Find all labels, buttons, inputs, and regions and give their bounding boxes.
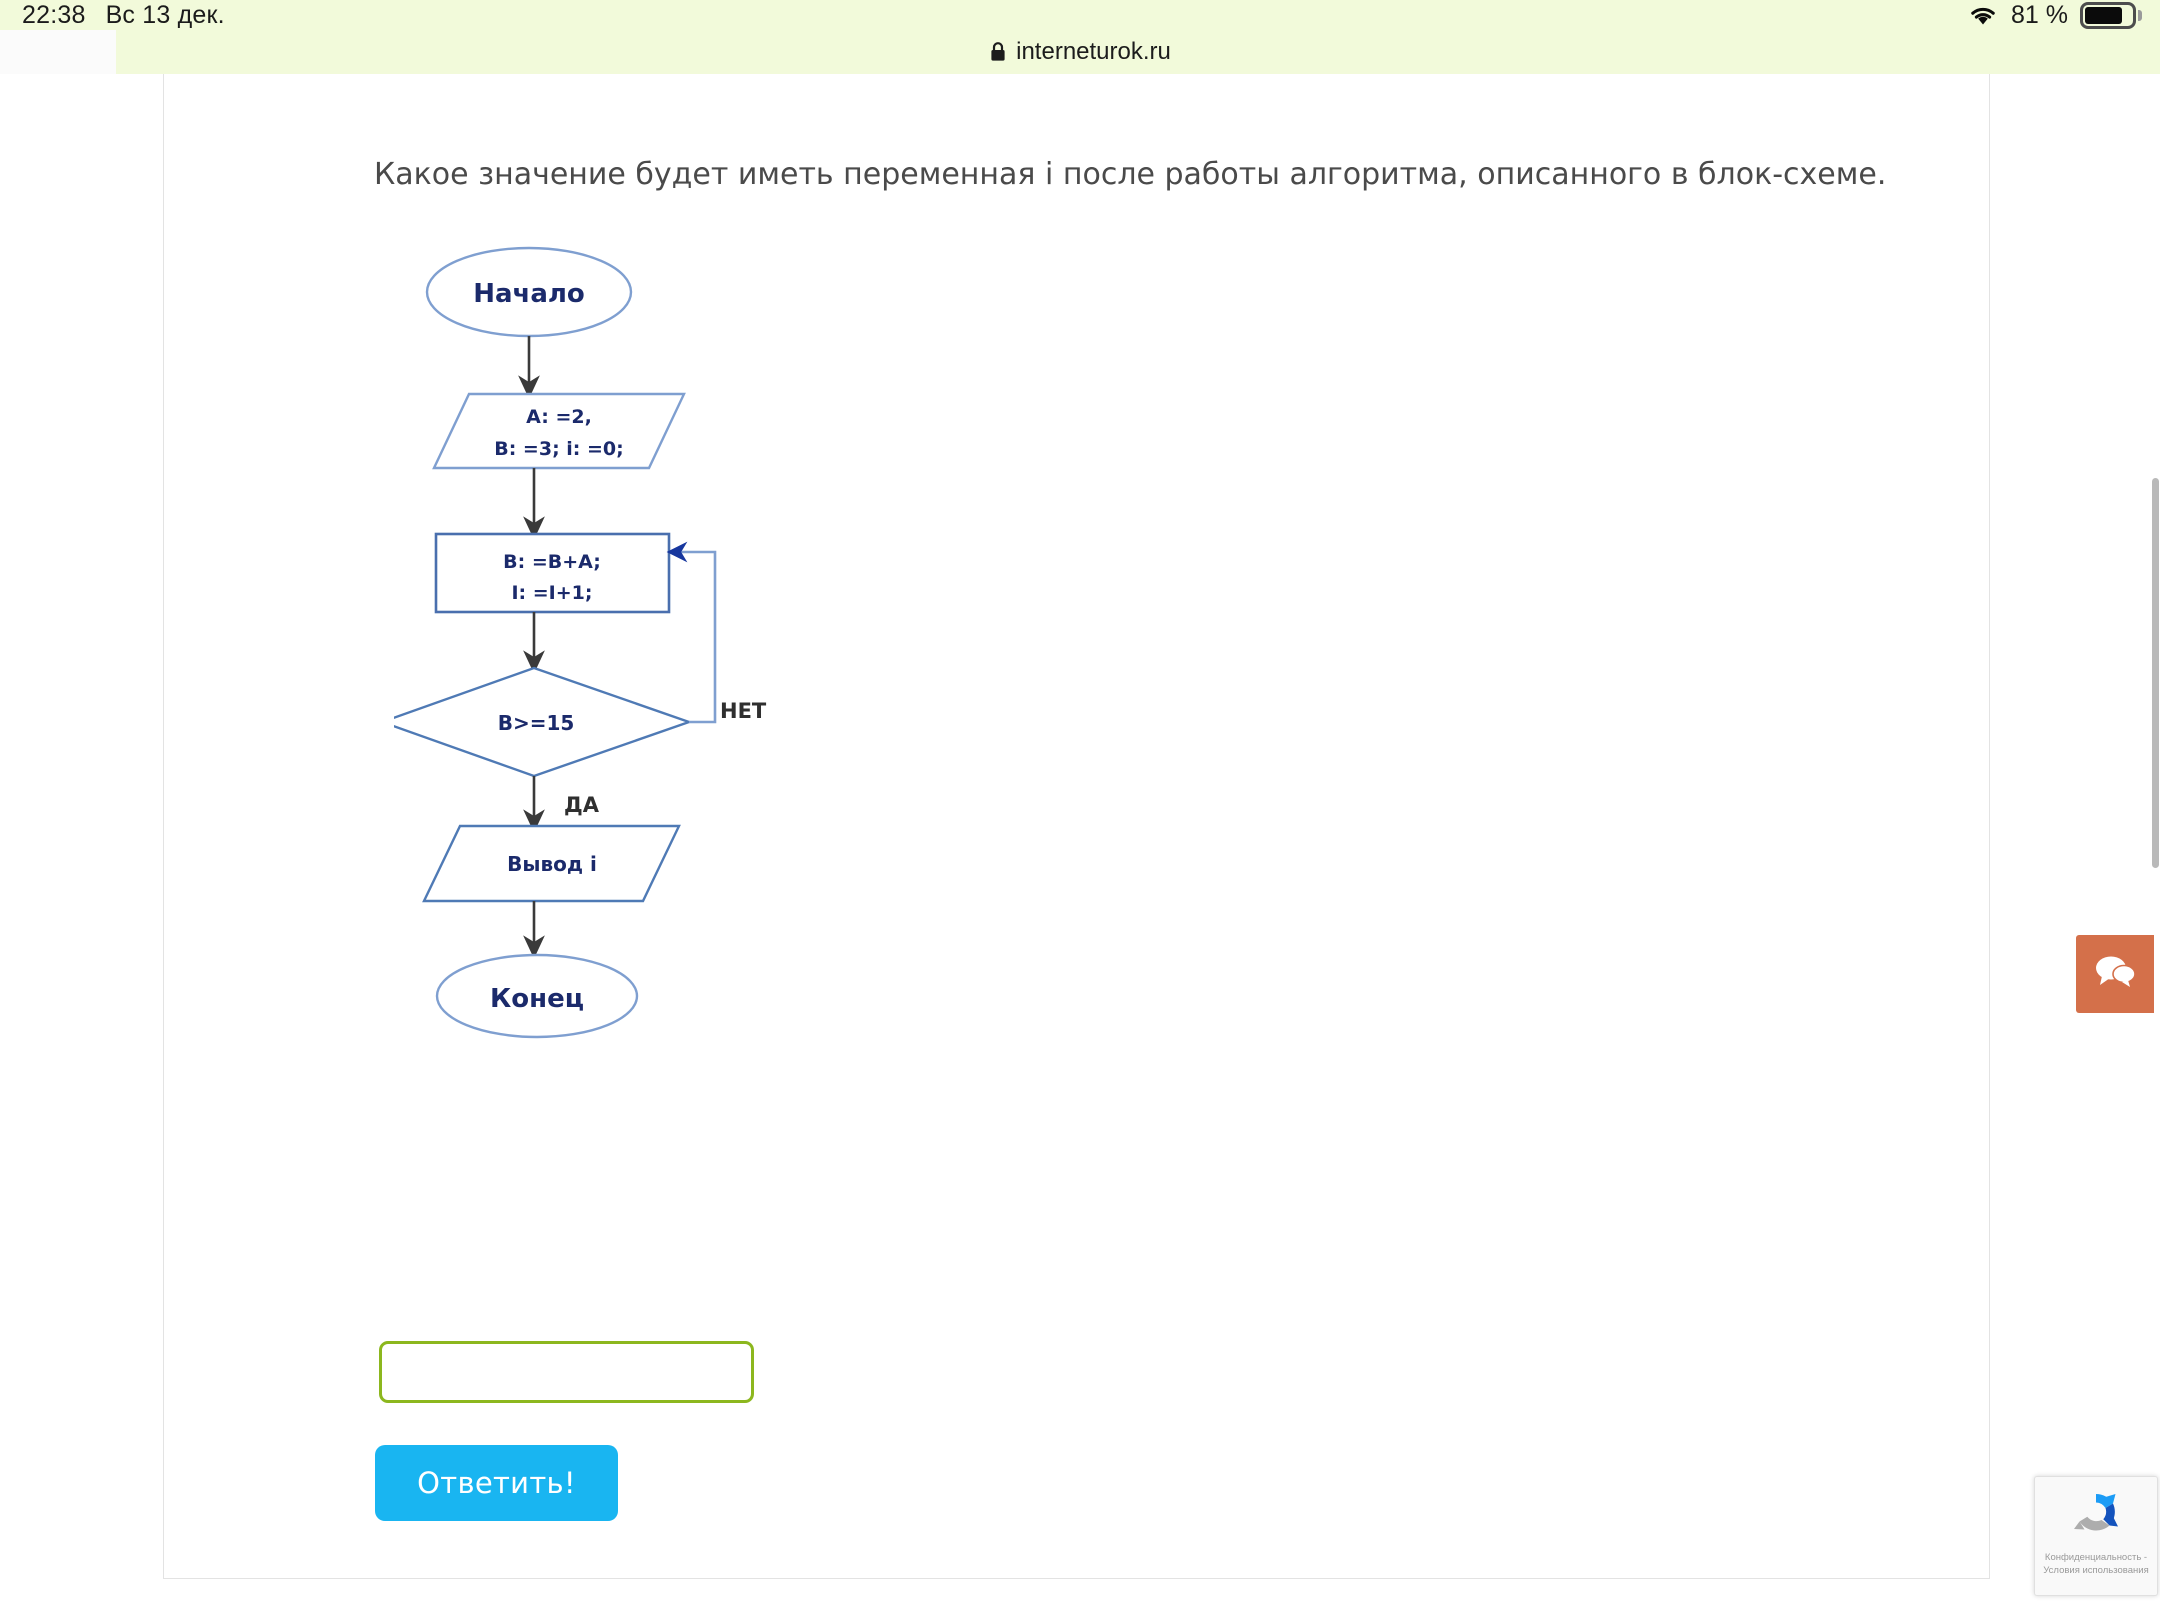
recaptcha-badge[interactable]: Конфиденциальность - Условия использован… — [2034, 1476, 2158, 1596]
flow-node-init: A: =2, B: =3; i: =0; — [432, 392, 686, 470]
flow-process-line2: I: =I+1; — [511, 582, 592, 604]
flow-node-output: Вывод i — [422, 824, 681, 903]
flow-label-yes: ДА — [564, 793, 600, 817]
status-date: Вс 13 дек. — [105, 0, 225, 29]
chat-bubble-icon — [2092, 952, 2138, 997]
battery-percent-label: 81 % — [2011, 0, 2068, 29]
flow-start-label: Начало — [473, 279, 585, 309]
status-bar-right: 81 % — [1967, 0, 2142, 30]
url-text: interneturok.ru — [1016, 38, 1171, 65]
exercise-card: Какое значение будет иметь переменная i … — [163, 74, 1990, 1579]
flow-node-end: Конец — [435, 953, 639, 1039]
page-viewport: Какое значение будет иметь переменная i … — [0, 74, 2160, 1620]
flow-init-line1: A: =2, — [526, 406, 592, 428]
flow-process-line1: B: =B+A; — [503, 551, 601, 573]
answer-input[interactable] — [379, 1341, 754, 1403]
flow-end-label: Конец — [490, 984, 584, 1014]
battery-icon — [2080, 1, 2142, 29]
status-bar-left: 22:38 Вс 13 дек. — [0, 1, 225, 30]
flow-loop-no — [666, 541, 717, 724]
recaptcha-terms-link[interactable]: Условия использования — [2043, 1565, 2149, 1576]
flow-output-label: Вывод i — [507, 852, 597, 876]
flow-node-process: B: =B+A; I: =I+1; — [434, 532, 671, 614]
scrollbar-thumb[interactable] — [2152, 478, 2159, 868]
page-scrollbar[interactable] — [2150, 148, 2160, 1620]
submit-answer-button[interactable]: Ответить! — [375, 1445, 618, 1521]
status-time: 22:38 — [22, 0, 86, 29]
recaptcha-legal-text: Конфиденциальность - Условия использован… — [2043, 1551, 2148, 1577]
wifi-icon — [1967, 3, 1999, 27]
browser-url-bar[interactable]: interneturok.ru — [0, 30, 2160, 74]
recaptcha-icon — [2068, 1486, 2124, 1547]
browser-tab-edge — [0, 30, 116, 74]
status-bar: 22:38 Вс 13 дек. 81 % — [0, 0, 2160, 30]
url-bar-inner[interactable]: interneturok.ru — [989, 38, 1171, 66]
chat-widget-button[interactable] — [2076, 935, 2154, 1013]
flow-init-line2: B: =3; i: =0; — [494, 438, 624, 460]
question-text: Какое значение будет иметь переменная i … — [374, 157, 1887, 192]
flow-label-no: НЕТ — [720, 699, 767, 723]
flow-node-decision: B>=15 — [394, 666, 693, 778]
flow-decision-label: B>=15 — [498, 711, 575, 735]
flow-node-start: Начало — [425, 246, 633, 338]
recaptcha-privacy-link[interactable]: Конфиденциальность - — [2044, 1552, 2148, 1563]
flowchart-diagram: Начало A: =2, B: =3; i: =0; B: =B+A; I: … — [394, 224, 914, 1044]
lock-icon — [989, 41, 1007, 63]
